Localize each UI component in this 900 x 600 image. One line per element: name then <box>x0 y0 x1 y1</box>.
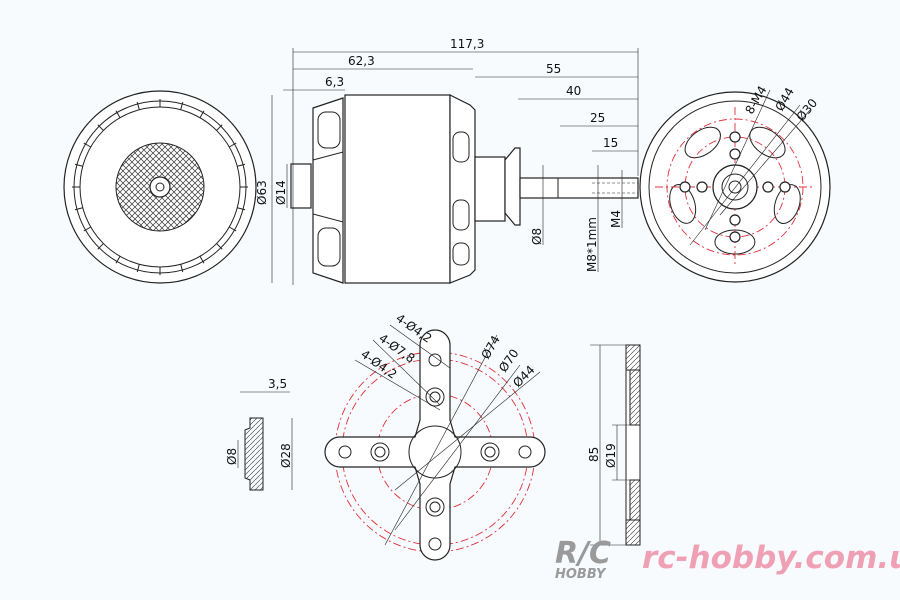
dim-shaft-thread: M8*1mm <box>585 217 599 272</box>
spacer-view: 3,5 Ø8 Ø28 <box>225 377 293 491</box>
rear-view <box>63 90 257 284</box>
mount-hole <box>762 181 774 193</box>
rib-mark <box>97 243 104 250</box>
dim-mount-height: 85 <box>587 447 601 462</box>
dim-rear-diameter: Ø14 <box>274 180 288 205</box>
mount-hole <box>696 181 708 193</box>
vent-slot <box>684 126 721 159</box>
rib-mark <box>83 142 91 148</box>
label-pcd-44: Ø44 <box>772 85 796 113</box>
rib-mark <box>74 207 83 211</box>
rib-mark <box>136 101 140 110</box>
label-mount-d70: Ø70 <box>496 346 522 374</box>
label-mount-d44: Ø44 <box>510 363 537 390</box>
watermark-site: rc-hobby.com.ua <box>642 540 900 576</box>
rib-mark <box>115 110 121 118</box>
rib-mark <box>180 101 184 110</box>
rib-mark <box>229 226 237 232</box>
dim-spacer-thickness: 3,5 <box>268 377 287 391</box>
rib-mark <box>237 163 246 167</box>
rib-mark <box>136 264 140 273</box>
rib-mark <box>199 256 205 264</box>
rib-mark <box>115 256 121 264</box>
label-mount-d74: Ø74 <box>478 333 502 361</box>
rib-mark <box>216 124 223 131</box>
rib-mark <box>229 142 237 148</box>
side-dimensions: 117,3 62,3 6,3 55 40 25 15 Ø63 Ø14 Ø8 M8… <box>255 37 639 285</box>
dim-mount-bore: Ø19 <box>604 443 618 468</box>
dim-spacer-outer: Ø28 <box>279 443 293 468</box>
rib-mark <box>180 264 184 273</box>
dim-shaft-15: 15 <box>603 136 618 150</box>
dim-overall-length: 117,3 <box>450 37 484 51</box>
rib-mark <box>83 226 91 232</box>
vent-slot <box>773 184 801 224</box>
mount-hole <box>729 214 741 226</box>
dim-shaft-40: 40 <box>566 84 581 98</box>
rib-mark <box>216 243 223 250</box>
dim-hole-thread: M4 <box>609 210 623 228</box>
dim-spacer-inner: Ø8 <box>225 448 239 465</box>
front-view: 8-M4 Ø44 Ø30 <box>639 84 831 283</box>
mount-hole <box>779 181 791 193</box>
watermark: R/C HOBBY rc-hobby.com.ua <box>555 536 900 582</box>
rib-mark <box>199 110 205 118</box>
mount-hole <box>729 131 741 143</box>
rc-logo: R/C <box>555 536 611 571</box>
mount-side-view: 85 Ø19 <box>587 344 641 546</box>
vent-slot <box>669 184 697 224</box>
rib-mark <box>74 163 83 167</box>
hobby-logo: HOBBY <box>555 567 607 582</box>
dim-shaft-diameter: Ø8 <box>530 228 544 245</box>
mount-hole <box>679 181 691 193</box>
mount-view: 4-Ø4,2 4-Ø7,8 4-Ø4,2 Ø74 Ø70 Ø44 <box>324 311 546 561</box>
side-view <box>290 94 639 284</box>
dim-rear-cap: 6,3 <box>325 75 344 89</box>
dim-body-diameter: Ø63 <box>255 180 269 205</box>
mount-hole <box>729 231 741 243</box>
dim-shaft-55: 55 <box>546 62 561 76</box>
rib-mark <box>237 207 246 211</box>
rib-mark <box>97 124 104 131</box>
dim-body-length: 62,3 <box>348 54 375 68</box>
dim-shaft-25: 25 <box>590 111 605 125</box>
